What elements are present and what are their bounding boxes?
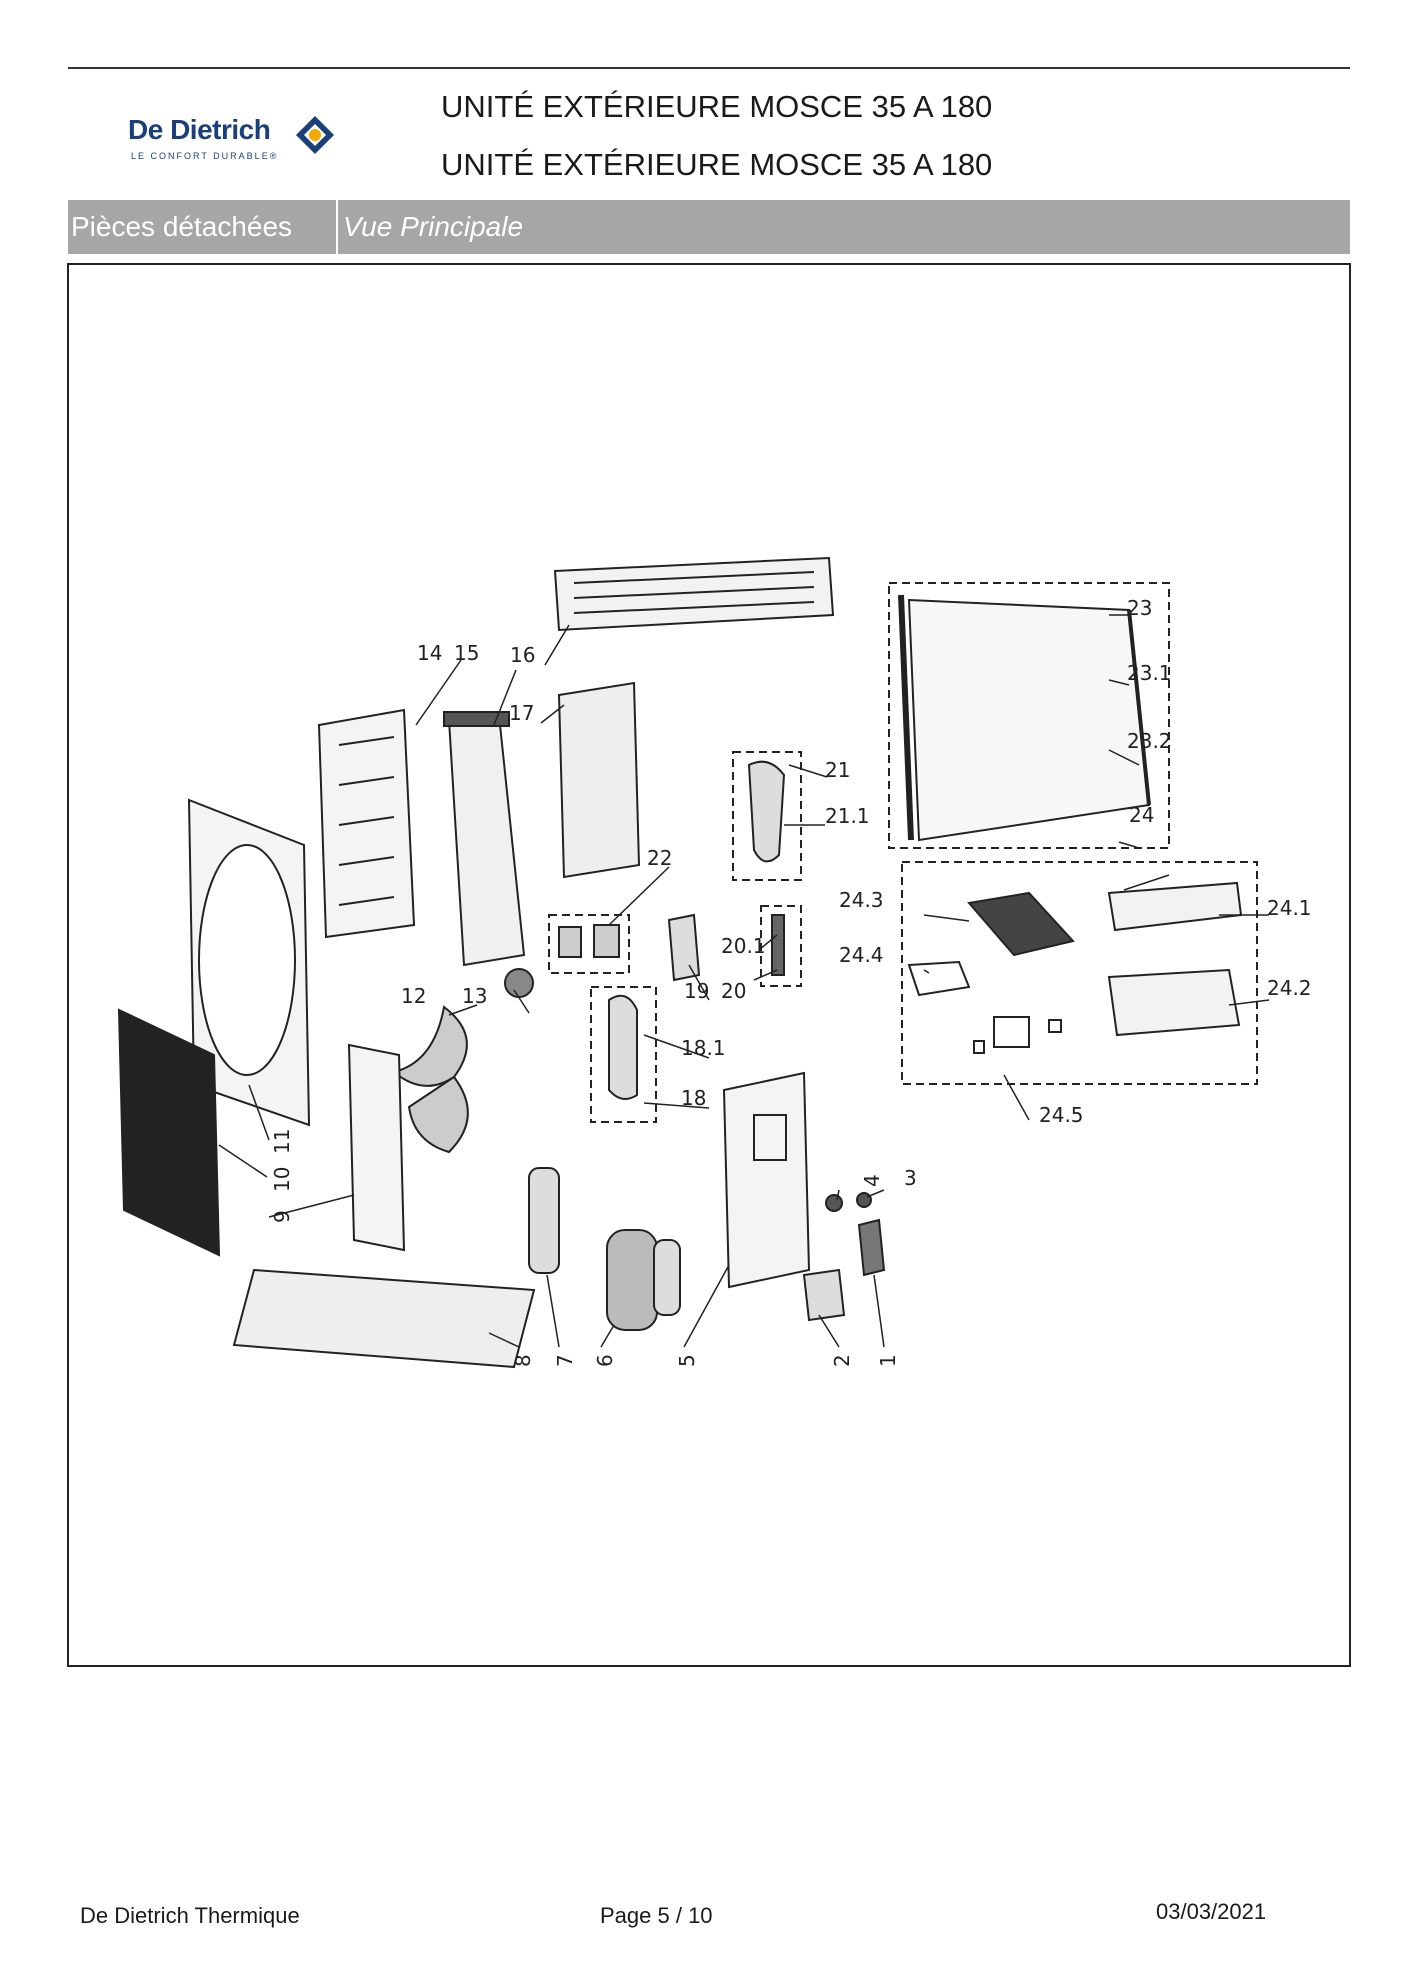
section-bar: Pièces détachées Vue Principale xyxy=(68,200,1350,254)
label-18: 18 xyxy=(681,1086,706,1110)
part-accumulator xyxy=(528,1167,560,1274)
part-top-panel xyxy=(553,556,835,632)
footer-page-number: Page 5 / 10 xyxy=(600,1903,713,1928)
label-16: 16 xyxy=(510,643,535,667)
label-24-1: 24.1 xyxy=(1267,896,1312,920)
part-reactor xyxy=(548,914,630,974)
part-rear-panel xyxy=(722,1071,811,1289)
label-20: 20 xyxy=(721,979,746,1003)
part-side-grille xyxy=(317,708,416,939)
label-23-1: 23.1 xyxy=(1127,661,1172,685)
label-20-1: 20.1 xyxy=(721,934,766,958)
label-2: 2 xyxy=(830,1354,854,1367)
brand-name: De Dietrich xyxy=(128,114,271,145)
part-fan-motor xyxy=(504,968,534,998)
part-compressor xyxy=(606,1229,681,1331)
part-four-way-valve-group xyxy=(590,986,657,1123)
label-10: 10 xyxy=(270,1167,294,1192)
label-21: 21 xyxy=(825,758,850,782)
part-front-panel xyxy=(187,798,311,1127)
label-3: 3 xyxy=(904,1166,917,1190)
part-fan-guard xyxy=(117,1008,221,1257)
label-14: 14 xyxy=(417,641,442,665)
label-1: 1 xyxy=(876,1354,900,1367)
label-18-1: 18.1 xyxy=(681,1036,726,1060)
label-24-3: 24.3 xyxy=(839,888,884,912)
label-15: 15 xyxy=(454,641,479,665)
part-condenser-coil xyxy=(888,582,1170,849)
label-6: 6 xyxy=(593,1354,617,1367)
footer-date: 03/03/2021 xyxy=(1156,1899,1267,1924)
label-17: 17 xyxy=(509,701,534,725)
footer-company: De Dietrich Thermique xyxy=(80,1903,300,1928)
exploded-view-frame: 1 2 3 4 5 6 7 8 9 10 11 12 13 14 15 16 1… xyxy=(67,263,1351,1667)
part-terminal-cover xyxy=(857,1218,886,1277)
part-valve-group xyxy=(732,751,802,881)
label-23-2: 23.2 xyxy=(1127,729,1172,753)
document-subtitle: UNITÉ EXTÉRIEURE MOSCE 35 A 180 xyxy=(441,147,993,182)
part-sensor-group xyxy=(760,905,802,987)
part-right-side-panel xyxy=(347,1043,406,1252)
label-23: 23 xyxy=(1127,596,1152,620)
label-24-2: 24.2 xyxy=(1267,976,1312,1000)
label-21-1: 21.1 xyxy=(825,804,870,828)
part-bracket xyxy=(667,913,701,982)
label-13: 13 xyxy=(462,984,487,1008)
label-9: 9 xyxy=(270,1210,294,1223)
part-motor-support xyxy=(443,711,526,967)
brand-diamond-icon xyxy=(296,116,334,154)
leader-lines xyxy=(218,614,1270,1348)
exploded-view-drawing: 1 2 3 4 5 6 7 8 9 10 11 12 13 14 15 16 1… xyxy=(117,556,1312,1369)
label-5: 5 xyxy=(675,1354,699,1367)
part-fan-blade xyxy=(391,1005,469,1154)
label-8: 8 xyxy=(511,1354,535,1367)
part-base-pan xyxy=(232,1268,536,1369)
part-labels: 1 2 3 4 5 6 7 8 9 10 11 12 13 14 15 16 1… xyxy=(270,596,1312,1367)
label-24-5: 24.5 xyxy=(1039,1103,1084,1127)
part-partition-panel xyxy=(557,681,641,879)
label-7: 7 xyxy=(553,1354,577,1367)
part-handle xyxy=(802,1268,846,1322)
label-12: 12 xyxy=(401,984,426,1008)
view-label: Vue Principale xyxy=(343,211,524,242)
label-24: 24 xyxy=(1129,803,1154,827)
section-divider xyxy=(336,200,338,254)
top-rule xyxy=(68,67,1350,69)
brand-tagline: LE CONFORT DURABLE® xyxy=(131,151,279,161)
label-24-4: 24.4 xyxy=(839,943,884,967)
label-11: 11 xyxy=(270,1129,294,1154)
label-4: 4 xyxy=(860,1174,884,1187)
document-title: UNITÉ EXTÉRIEURE MOSCE 35 A 180 xyxy=(441,89,993,124)
label-19: 19 xyxy=(684,979,709,1003)
section-label: Pièces détachées xyxy=(71,211,293,242)
part-service-valves xyxy=(825,1192,872,1212)
brand-logo: De Dietrich LE CONFORT DURABLE® xyxy=(128,108,348,168)
part-control-box-group xyxy=(901,861,1258,1085)
label-22: 22 xyxy=(647,846,672,870)
